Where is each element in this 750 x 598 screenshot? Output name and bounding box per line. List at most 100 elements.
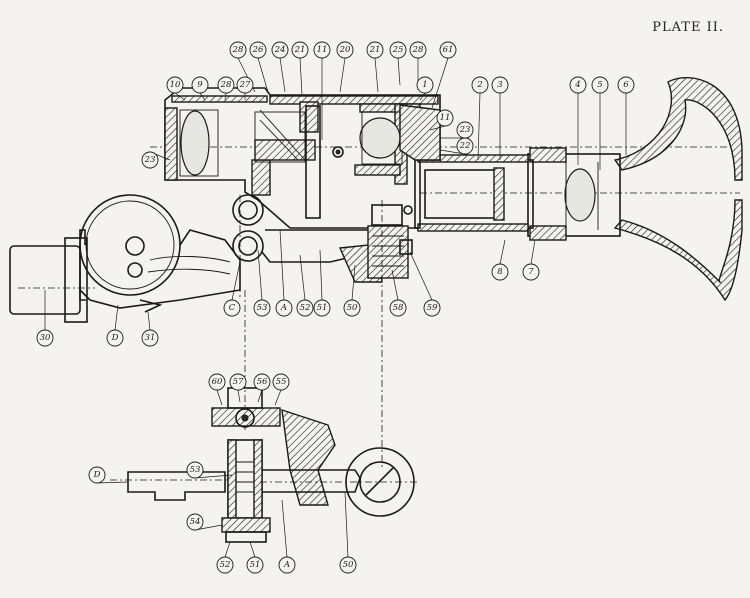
prism-housing (164, 87, 441, 229)
callout-label: 30 (40, 333, 51, 343)
callout-circle (253, 299, 271, 317)
callout-label: 51 (317, 303, 328, 313)
callout-label: 4 (574, 80, 580, 90)
leader-line (114, 304, 119, 331)
bracket-arm (9, 194, 241, 323)
callout-c61: 61 (431, 41, 457, 109)
callout-c28b: 28 (409, 41, 427, 90)
leader-line (299, 57, 303, 96)
callout-c25: 25 (389, 41, 407, 86)
callout-label: 59 (427, 303, 438, 313)
leader-line (530, 239, 536, 265)
callout-circle (522, 263, 540, 281)
callout-c9: 9 (191, 76, 209, 101)
callout-label: D (93, 470, 101, 480)
leader-line (319, 249, 323, 301)
callout-label: 24 (274, 45, 286, 55)
detail-view (110, 387, 420, 543)
leader-line (409, 251, 433, 301)
callout-label: 28 (220, 80, 232, 90)
callout-c24: 24 (271, 41, 289, 93)
callout-label: 8 (497, 267, 503, 277)
callout-c52b: 52 (216, 541, 234, 574)
callout-c5: 5 (591, 76, 609, 170)
callout-circle (439, 41, 457, 59)
leader-line (174, 92, 186, 101)
leader-line (279, 229, 285, 301)
callout-circle (296, 299, 314, 317)
objective-lens (180, 110, 210, 176)
callout-label: C (229, 303, 236, 313)
lower-mechanism (232, 194, 413, 283)
plate-title: PLATE II. (652, 20, 724, 35)
callout-cD1: D (106, 304, 124, 347)
callout-label: 21 (294, 45, 306, 55)
callout-label: 10 (170, 80, 181, 90)
callout-c1: 1 (416, 76, 434, 101)
callout-circle (217, 76, 235, 94)
eyepiece-flare (613, 76, 743, 302)
prism-ball (359, 117, 401, 159)
callout-circle (186, 513, 204, 531)
callout-label: 54 (190, 517, 201, 527)
callout-c3: 3 (491, 76, 509, 160)
callout-label: 6 (623, 80, 629, 90)
callout-label: 20 (339, 45, 351, 55)
callout-c50b: 50 (339, 491, 357, 574)
callout-circle (569, 76, 587, 94)
callout-circle (223, 299, 241, 317)
callout-label: 23 (459, 125, 471, 135)
callout-circle (366, 41, 384, 59)
leader-line (499, 239, 506, 265)
callout-c56: 56 (253, 373, 271, 403)
callout-label: 58 (393, 303, 404, 313)
callout-circle (491, 76, 509, 94)
callout-label: 61 (443, 45, 454, 55)
callout-cA1: A (275, 229, 293, 317)
callout-c30: 30 (36, 290, 54, 347)
callout-circle (141, 151, 159, 169)
leader-line (339, 57, 346, 93)
callout-circle (166, 76, 184, 94)
callout-circle (229, 373, 247, 391)
callout-label: 26 (252, 45, 264, 55)
callout-label: 11 (317, 45, 328, 55)
callout-c23b: 23 (141, 151, 171, 169)
leader-line (249, 541, 256, 558)
callout-circle (436, 109, 454, 127)
callout-circle (336, 41, 354, 59)
callout-c60: 60 (208, 373, 226, 406)
leader-line (194, 524, 223, 531)
callout-cD2: D (88, 466, 128, 484)
callout-label: 50 (347, 303, 358, 313)
leader-line (429, 125, 446, 131)
callout-circle (491, 263, 509, 281)
leader-line (281, 499, 288, 558)
callout-circle (313, 299, 331, 317)
callout-circle (275, 299, 293, 317)
leader-line (419, 92, 426, 101)
callout-cC: C (223, 261, 241, 317)
callout-c26: 26 (249, 41, 269, 93)
callout-c10: 10 (166, 76, 186, 101)
callout-label: 21 (369, 45, 381, 55)
callout-circle (591, 76, 609, 94)
callout-circle (186, 461, 204, 479)
callout-circle (339, 556, 357, 574)
callout-c21a: 21 (291, 41, 309, 96)
callout-label: 55 (276, 377, 287, 387)
callout-circle (471, 76, 489, 94)
callout-c58: 58 (389, 269, 407, 317)
leader-line (237, 389, 241, 403)
objective (164, 107, 219, 181)
callout-label: 52 (220, 560, 231, 570)
callout-c55: 55 (272, 373, 290, 406)
callout-circle (141, 329, 159, 347)
leader-line (257, 389, 263, 403)
leader-line (96, 481, 128, 484)
callout-circle (416, 76, 434, 94)
leader-line (199, 92, 206, 101)
callout-label: 50 (343, 560, 354, 570)
